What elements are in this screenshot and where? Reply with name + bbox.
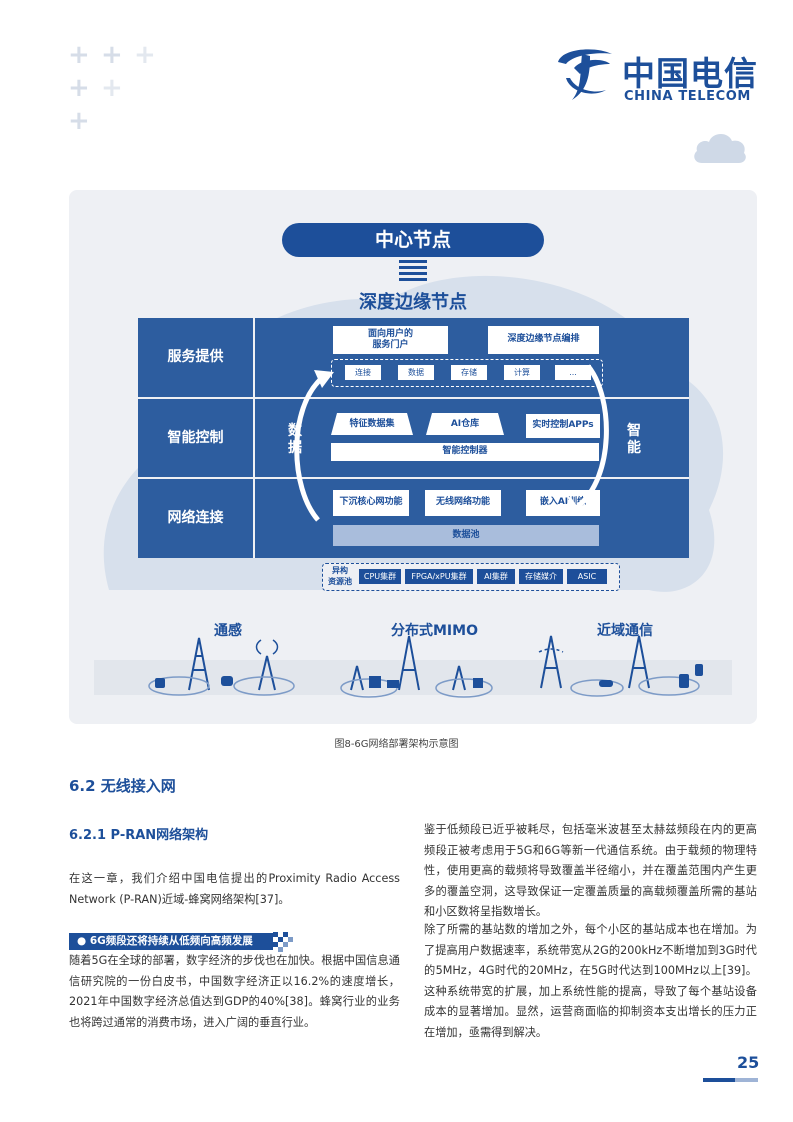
edge-node-panel: 服务提供 智能控制 网络连接 面向用户的 服务门户 深度边缘节点编排 连接 数据… (138, 318, 689, 558)
row-label-network: 网络连接 (167, 510, 224, 526)
highlight-tag-text: 6G频段还将持续从低频向高频发展 (89, 935, 253, 947)
data-vertical-label: 数据 (288, 423, 302, 456)
intelligence-vertical-label: 智能 (627, 423, 641, 456)
plus-icon: + (101, 73, 123, 103)
feature-dataset-shape (331, 413, 413, 435)
stack-connector-icon (399, 260, 427, 281)
intelligent-controller-box: 智能控制器 (331, 443, 599, 461)
feature-dataset-label: 特征数据集 (349, 419, 395, 429)
ai-repo-label: AI仓库 (450, 419, 480, 429)
resource-chip: ASIC (567, 569, 607, 584)
right-paragraph-1: 鉴于低频段已近乎被耗尽，包括毫米波甚至太赫兹频段在内的更高频段正被考虑用于5G和… (424, 823, 757, 918)
highlight-tag: ● 6G频段还将持续从低频向高频发展 (69, 933, 273, 950)
row-divider (138, 477, 689, 479)
data-pool-box: 数据池 (333, 525, 599, 546)
column-divider (253, 318, 255, 558)
ai-repo-shape (426, 413, 504, 435)
page-number: 25 (737, 1053, 760, 1072)
resource-chip: FPGA/xPU集群 (405, 569, 473, 584)
orchestration-box: 深度边缘节点编排 (488, 326, 599, 354)
capability-chip: 数据 (398, 365, 434, 380)
sink-core-box: 下沉核心网功能 (333, 490, 409, 516)
footer-bar (735, 1078, 758, 1082)
cloud-icon (694, 133, 746, 163)
checker-pattern-icon (273, 932, 293, 952)
capability-chip: 连接 (345, 365, 381, 380)
right-paragraph-2: 除了所需的基站数的增加之外，每个小区的基站成本也在增加。为了提高用户数据速率，系… (424, 923, 757, 1039)
resource-chip: CPU集群 (359, 569, 401, 584)
edge-node-title: 深度边缘节点 (359, 292, 467, 313)
service-portal-box: 面向用户的 服务门户 (333, 326, 448, 354)
logo-english: CHINA TELECOM (624, 89, 751, 104)
row-label-service: 服务提供 (167, 349, 224, 365)
capability-chip: 存储 (451, 365, 487, 380)
plus-icon: + (134, 40, 156, 70)
section-heading: 6.2 无线接入网 (69, 777, 176, 795)
hetero-label: 异构 资源池 (328, 566, 352, 586)
bullet-icon: ● (77, 935, 90, 947)
scene-title: 分布式MIMO (391, 623, 478, 639)
footer-bar (703, 1078, 735, 1082)
plus-icon: + (101, 40, 123, 70)
center-node: 中心节点 (282, 223, 544, 257)
logo-name: 中国电信 (622, 54, 758, 93)
capability-chip: ... (555, 365, 591, 380)
scene-title: 近域通信 (597, 623, 653, 639)
plus-icon: + (68, 40, 90, 70)
capability-chip: 计算 (504, 365, 540, 380)
resource-chip: 存储媒介 (519, 569, 563, 584)
row-divider (138, 397, 689, 399)
scene-illustration-icon (148, 635, 703, 698)
scene-title: 通感 (214, 623, 242, 639)
subsection-heading: 6.2.1 P-RAN网络架构 (69, 828, 209, 843)
hetero-resource-pool: 异构 资源池 CPU集群 FPGA/xPU集群 AI集群 存储媒介 ASIC (322, 563, 620, 591)
plus-icon: + (68, 73, 90, 103)
china-telecom-logo-icon (558, 49, 612, 100)
row-label-control: 智能控制 (167, 430, 224, 446)
left-paragraph: 随着5G在全球的部署，数字经济的步伐也在加快。根据中国信息通信研究院的一份白皮书… (69, 954, 400, 1029)
architecture-figure: 中心节点 深度边缘节点 服务提供 智能控制 网络连接 面向用户的 服务门户 深度… (69, 190, 757, 724)
realtime-apps-box: 实时控制APPs (526, 414, 600, 438)
figure-caption: 图8-6G网络部署架构示意图 (334, 739, 459, 750)
loop-arrows-icon (294, 364, 609, 522)
wireless-function-box: 无线网络功能 (425, 490, 501, 516)
resource-chip: AI集群 (477, 569, 515, 584)
plus-icon: + (68, 106, 90, 136)
intro-paragraph: 在这一章，我们介绍中国电信提出的Proximity Radio Access N… (69, 872, 400, 906)
